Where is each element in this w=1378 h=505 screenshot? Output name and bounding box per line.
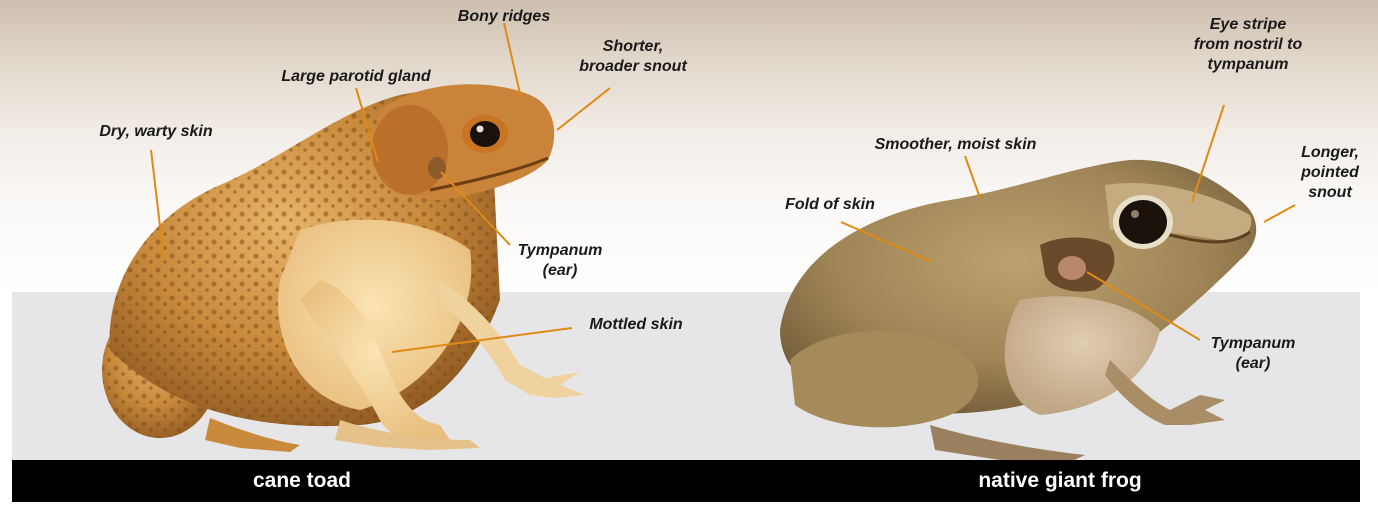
callout-dry-skin-text: Dry, warty skin [99, 123, 212, 140]
callout-toad-tympanum-line2: (ear) [505, 261, 615, 281]
callout-frog-tympanum-line1: Tympanum [1198, 334, 1308, 354]
callout-toad-snout-line2: broader snout [558, 57, 708, 77]
callout-mottled-text: Mottled skin [589, 316, 682, 333]
callout-toad-tympanum-line1: Tympanum [505, 241, 615, 261]
callout-toad-tympanum: Tympanum (ear) [505, 241, 615, 281]
toad-eye [470, 121, 500, 147]
callout-frog-snout-line3: snout [1285, 183, 1375, 203]
callout-bony-ridges-text: Bony ridges [458, 8, 550, 25]
callout-frog-snout-line1: Longer, [1285, 143, 1375, 163]
callout-fold: Fold of skin [770, 195, 890, 215]
callout-mottled: Mottled skin [566, 315, 706, 335]
callout-parotid-text: Large parotid gland [281, 68, 430, 85]
callout-fold-text: Fold of skin [785, 196, 875, 213]
leader-smoother [965, 156, 980, 198]
callout-toad-snout-line1: Shorter, [558, 37, 708, 57]
leader-frog-snout [1264, 205, 1295, 222]
callout-eye-stripe-line3: tympanum [1158, 55, 1338, 75]
callout-frog-snout: Longer, pointed snout [1285, 143, 1375, 203]
caption-native-giant-frog: native giant frog [930, 460, 1190, 502]
callout-eye-stripe: Eye stripe from nostril to tympanum [1158, 15, 1338, 75]
callout-frog-snout-line2: pointed [1285, 163, 1375, 183]
callout-toad-snout: Shorter, broader snout [558, 37, 708, 77]
callout-parotid: Large parotid gland [256, 67, 456, 87]
frog-tympanum [1058, 256, 1086, 280]
leader-bony-ridges [504, 23, 521, 98]
callout-eye-stripe-line1: Eye stripe [1158, 15, 1338, 35]
toad-parotid [372, 105, 448, 195]
callout-frog-tympanum-line2: (ear) [1198, 354, 1308, 374]
leader-toad-snout [557, 88, 610, 130]
callout-bony-ridges: Bony ridges [430, 7, 578, 27]
callout-dry-skin: Dry, warty skin [77, 122, 235, 142]
callout-smoother-text: Smoother, moist skin [875, 136, 1037, 153]
callout-eye-stripe-line2: from nostril to [1158, 35, 1338, 55]
frog-eye [1119, 200, 1167, 244]
caption-cane-toad: cane toad [212, 460, 392, 502]
callout-smoother: Smoother, moist skin [848, 135, 1063, 155]
frog-hind-leg [790, 331, 978, 428]
callout-frog-tympanum: Tympanum (ear) [1198, 334, 1308, 374]
